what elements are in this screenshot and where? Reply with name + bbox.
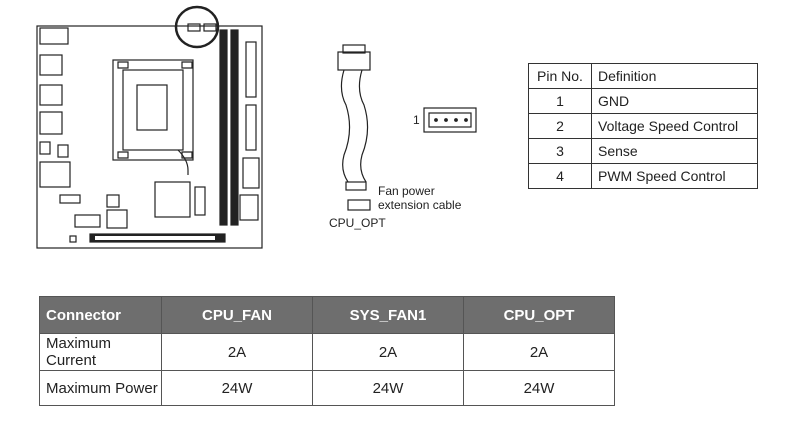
table-row: Maximum Power 24W 24W 24W (39, 370, 615, 406)
pin-definition: Voltage Speed Control (591, 113, 758, 139)
header-pin-no: Pin No. (528, 63, 592, 89)
row-label: Maximum Power (39, 370, 162, 406)
pin-definition: GND (591, 88, 758, 114)
cpu-fan-value: 24W (161, 370, 313, 406)
table-row: Maximum Current 2A 2A 2A (39, 333, 615, 371)
connector-spec-table: Connector CPU_FAN SYS_FAN1 CPU_OPT Maxim… (39, 296, 615, 406)
cable-label-line1: Fan power (378, 184, 435, 198)
header-cpu-opt: CPU_OPT (463, 296, 615, 334)
pin-number: 3 (528, 138, 592, 164)
table-header-row: Pin No. Definition (528, 63, 758, 89)
table-row: 4 PWM Speed Control (528, 163, 758, 189)
cable-label-line2: extension cable (378, 198, 462, 212)
pin-definition: PWM Speed Control (591, 163, 758, 189)
table-row: 3 Sense (528, 138, 758, 164)
pin-number: 2 (528, 113, 592, 139)
memory-slot (230, 29, 239, 226)
pin-number: 1 (528, 88, 592, 114)
sys-fan1-value: 24W (312, 370, 464, 406)
pin-number: 4 (528, 163, 592, 189)
cpu-opt-value: 2A (463, 333, 615, 371)
pin-definition-table: Pin No. Definition 1 GND 2 Voltage Speed… (528, 63, 758, 189)
sys-fan1-value: 2A (312, 333, 464, 371)
header-cpu-fan: CPU_FAN (161, 296, 313, 334)
memory-slot (219, 29, 228, 226)
cable-connector-label: CPU_OPT (329, 216, 386, 230)
cpu-opt-connector (423, 107, 477, 133)
pin1-label: 1 (413, 113, 420, 127)
board-outline (36, 25, 263, 249)
cpu-fan-value: 2A (161, 333, 313, 371)
table-row: 2 Voltage Speed Control (528, 113, 758, 139)
fan-extension-cable (337, 44, 371, 211)
cable-label: Fan power extension cable (378, 184, 461, 212)
cpu-opt-value: 24W (463, 370, 615, 406)
row-label: Maximum Current (39, 333, 162, 371)
header-connector: Connector (39, 296, 162, 334)
table-row: 1 GND (528, 88, 758, 114)
table-header-row: Connector CPU_FAN SYS_FAN1 CPU_OPT (39, 296, 615, 334)
pin-definition: Sense (591, 138, 758, 164)
header-sys-fan1: SYS_FAN1 (312, 296, 464, 334)
cpu-socket (112, 59, 194, 161)
cpu-opt-highlight (174, 5, 220, 49)
header-definition: Definition (591, 63, 758, 89)
chipset (154, 181, 191, 218)
